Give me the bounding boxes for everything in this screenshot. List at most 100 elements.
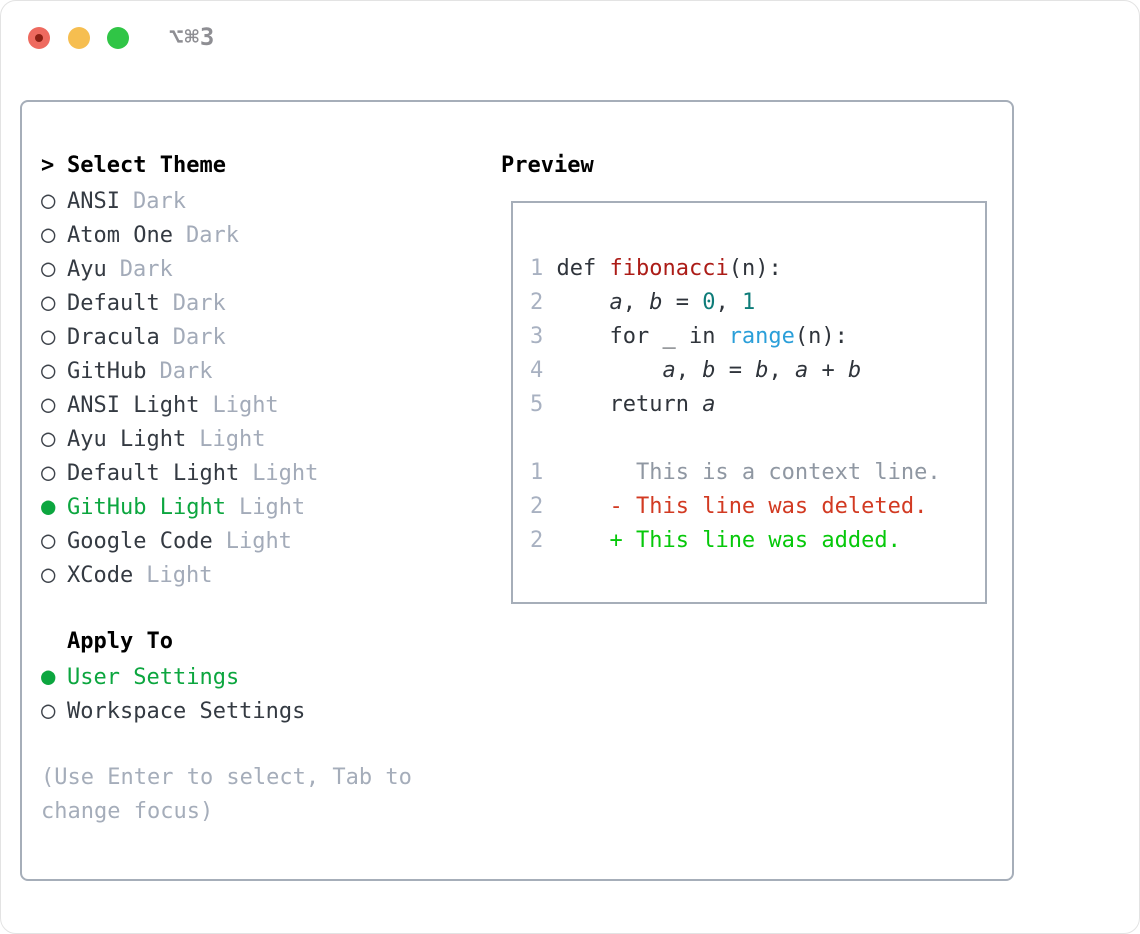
- theme-name: Default Light: [67, 461, 240, 486]
- theme-name: GitHub Light: [67, 495, 226, 520]
- radio-icon: ○: [41, 424, 56, 452]
- code-text: [543, 494, 609, 519]
- theme-option-xcode[interactable]: ○ XCode Light: [41, 557, 412, 591]
- line-number: 2: [530, 528, 544, 553]
- code-text: def: [543, 256, 610, 281]
- code-text: [543, 358, 662, 383]
- code-preview: 1 def fibonacci(n): 2 a, b = 0, 1 3 for …: [530, 252, 941, 558]
- variable: a: [794, 358, 809, 383]
- line-number: 2: [530, 290, 544, 315]
- diff-added-line: 2 + This line was added.: [530, 524, 941, 558]
- deleted-text: - This line was deleted.: [609, 494, 928, 519]
- number-literal: 1: [741, 290, 756, 315]
- line-number: 4: [530, 358, 544, 383]
- theme-variant-tag: Dark: [119, 257, 173, 282]
- theme-option-google-code[interactable]: ○ Google Code Light: [41, 523, 412, 557]
- apply-option-user-settings[interactable]: ●User Settings: [41, 659, 412, 693]
- diff-context-line: 1 This is a context line.: [530, 456, 941, 490]
- theme-name: Dracula: [67, 325, 160, 350]
- close-button[interactable]: [28, 27, 50, 49]
- code-text: return: [543, 392, 703, 417]
- theme-name: ANSI Light: [67, 393, 200, 418]
- radio-icon: ○: [41, 356, 56, 384]
- theme-variant-tag: Light: [252, 461, 319, 486]
- radio-icon: ○: [41, 526, 56, 554]
- theme-name: Ayu: [67, 257, 107, 282]
- theme-variant-tag: Light: [199, 427, 266, 452]
- radio-icon: ○: [41, 220, 56, 248]
- code-line: 4 a, b = b, a + b: [530, 354, 941, 388]
- theme-name: Google Code: [67, 529, 213, 554]
- theme-variant-tag: Light: [146, 563, 213, 588]
- theme-name: Default: [67, 291, 160, 316]
- line-number: 1: [530, 460, 544, 485]
- function-name: fibonacci: [609, 256, 729, 281]
- window-title-shortcut: ⌥⌘3: [169, 23, 216, 51]
- select-theme-header: > Select Theme: [41, 149, 412, 183]
- blank-line: [530, 422, 941, 456]
- line-number: 1: [530, 256, 544, 281]
- theme-option-ansi-dark[interactable]: ○ ANSI Dark: [41, 183, 412, 217]
- titlebar: ⌥⌘3: [1, 1, 1139, 75]
- variable: a: [609, 290, 623, 315]
- theme-option-default-light[interactable]: ○ Default Light Light: [41, 455, 412, 489]
- theme-variant-tag: Light: [238, 495, 306, 520]
- code-line: 1 def fibonacci(n):: [530, 252, 941, 286]
- theme-name: GitHub: [67, 359, 147, 384]
- theme-name: ANSI: [67, 189, 120, 214]
- zoom-button[interactable]: [107, 27, 129, 49]
- radio-icon: ○: [41, 560, 56, 588]
- theme-variant-tag: Dark: [159, 359, 213, 384]
- preview-header: Preview: [501, 153, 594, 178]
- radio-icon: ○: [41, 696, 56, 724]
- cursor-icon: >: [41, 153, 55, 178]
- theme-option-github-light[interactable]: ● GitHub Light Light: [41, 489, 412, 523]
- code-text: ,: [768, 358, 795, 383]
- variable: a: [662, 358, 676, 383]
- select-theme-label: Select Theme: [67, 153, 226, 178]
- radio-icon: ○: [41, 458, 56, 486]
- code-line: 3 for _ in range(n):: [530, 320, 941, 354]
- number-literal: 0: [702, 290, 716, 315]
- code-text: (n):: [794, 324, 848, 349]
- apply-to-label: Apply To: [67, 629, 173, 654]
- code-text: [543, 528, 609, 553]
- code-text: ,: [622, 290, 650, 315]
- minimize-button[interactable]: [68, 27, 90, 49]
- variable: b: [702, 358, 716, 383]
- radio-icon: ○: [41, 186, 56, 214]
- line-number: 2: [530, 494, 544, 519]
- code-text: [543, 290, 609, 315]
- code-text: =: [662, 290, 703, 315]
- help-text-line2: change focus): [41, 799, 214, 824]
- theme-name: Atom One: [67, 223, 173, 248]
- variable: b: [755, 358, 769, 383]
- theme-variant-tag: Dark: [132, 189, 186, 214]
- added-text: + This line was added.: [609, 528, 901, 553]
- radio-selected-icon: ●: [41, 492, 56, 520]
- theme-variant-tag: Light: [225, 529, 292, 554]
- theme-variant-tag: Dark: [172, 325, 226, 350]
- apply-option-label: Workspace Settings: [67, 699, 306, 724]
- code-line: 2 a, b = 0, 1: [530, 286, 941, 320]
- variable: b: [649, 290, 663, 315]
- code-text: for _ in: [543, 324, 729, 349]
- apply-option-workspace-settings[interactable]: ○ Workspace Settings: [41, 693, 412, 727]
- theme-option-github-dark[interactable]: ○ GitHub Dark: [41, 353, 412, 387]
- theme-variant-tag: Dark: [172, 291, 226, 316]
- code-line: 5 return a: [530, 388, 941, 422]
- code-text: (n):: [728, 256, 782, 281]
- theme-name: XCode: [67, 563, 134, 588]
- builtin-call: range: [728, 324, 795, 349]
- variable: b: [847, 358, 862, 383]
- context-text: This is a context line.: [543, 460, 941, 485]
